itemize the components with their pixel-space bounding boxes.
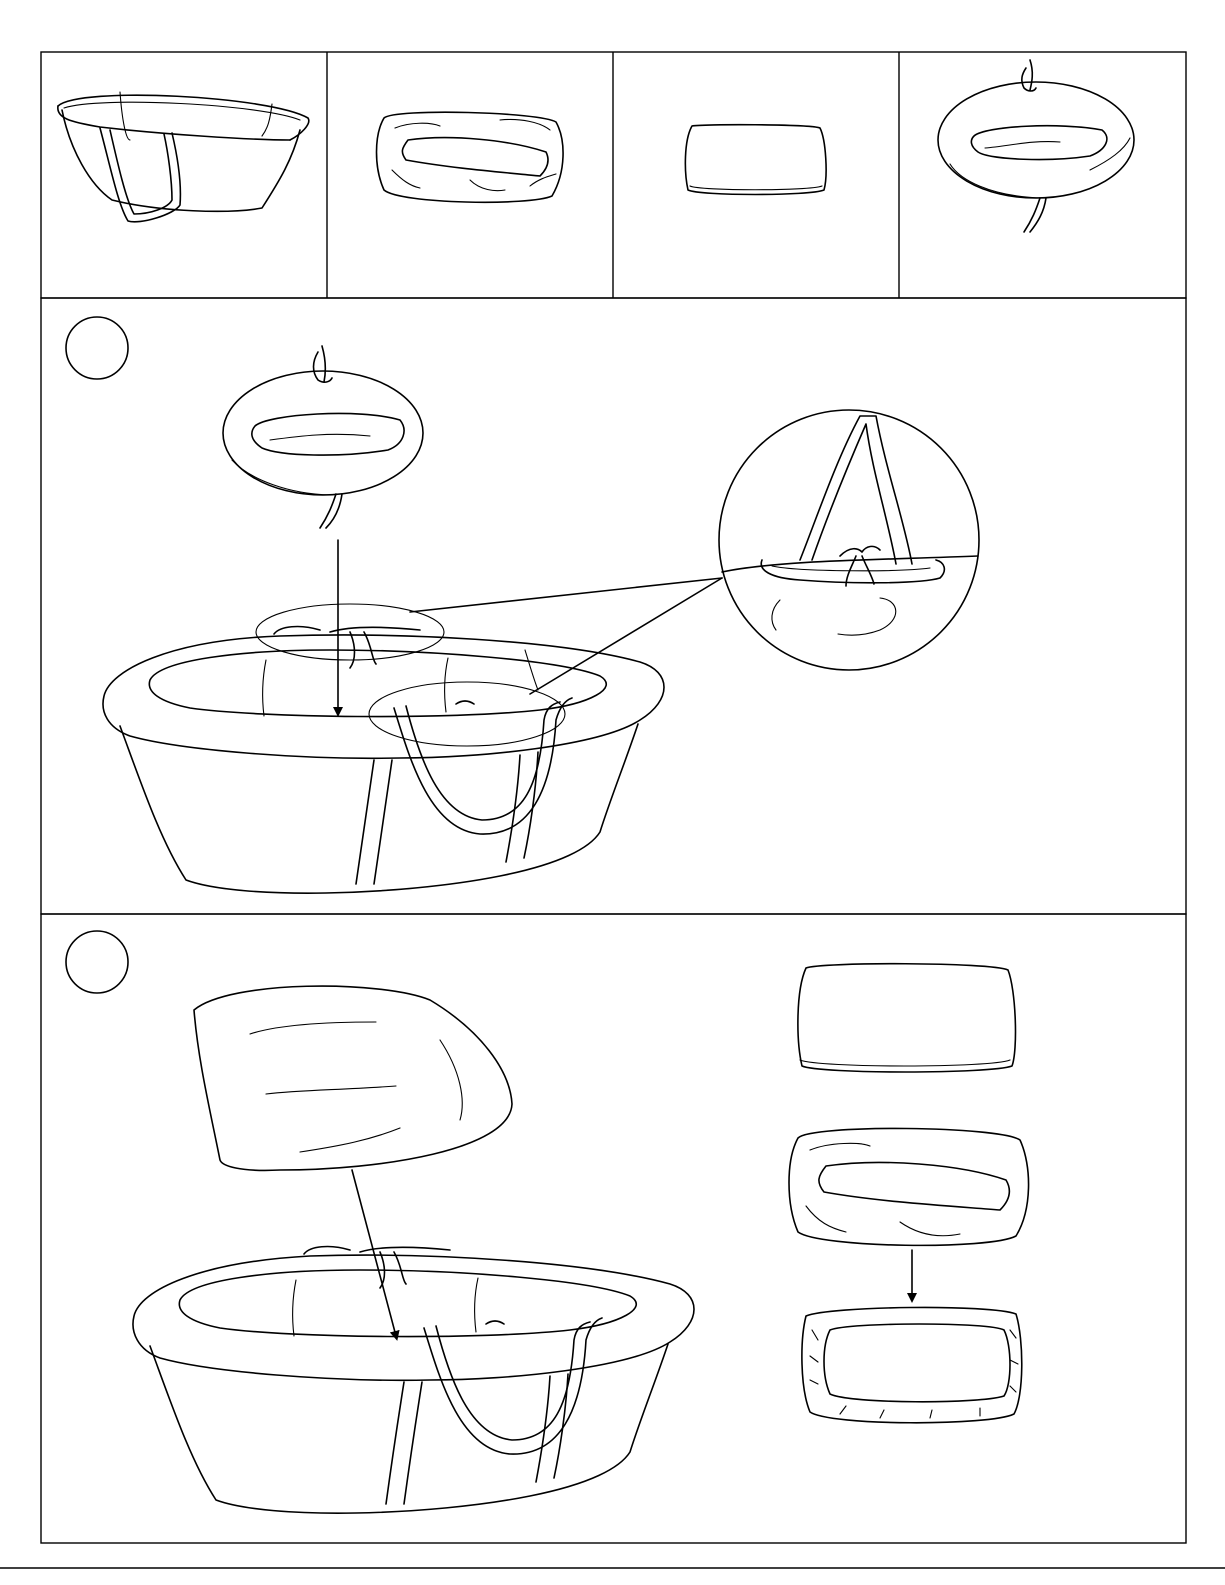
basket-shell-icon: [58, 92, 309, 222]
step-2-panel: [41, 914, 1186, 1543]
step-1-panel: [41, 298, 1186, 914]
fitted-mattress-icon: [802, 1307, 1022, 1422]
down-arrow-icon: [352, 1170, 396, 1336]
mattress-icon: [798, 964, 1016, 1072]
drawstring-cover-icon: [938, 60, 1134, 232]
parts-row: [41, 52, 1186, 298]
drawstring-cover-icon: [223, 346, 423, 528]
step-1-number-circle: [66, 317, 128, 379]
step-2-number-circle: [66, 931, 128, 993]
lined-basket-icon: [103, 627, 664, 894]
lined-basket-icon: [133, 1247, 694, 1514]
basket-cover-icon: [194, 986, 512, 1170]
liner-icon: [789, 1128, 1029, 1245]
zoom-area-front: [369, 682, 565, 746]
mattress-icon: [685, 125, 826, 195]
step-1-frame: [41, 298, 1186, 914]
detail-zoom-circle: [719, 410, 979, 670]
liner-icon: [377, 112, 564, 202]
